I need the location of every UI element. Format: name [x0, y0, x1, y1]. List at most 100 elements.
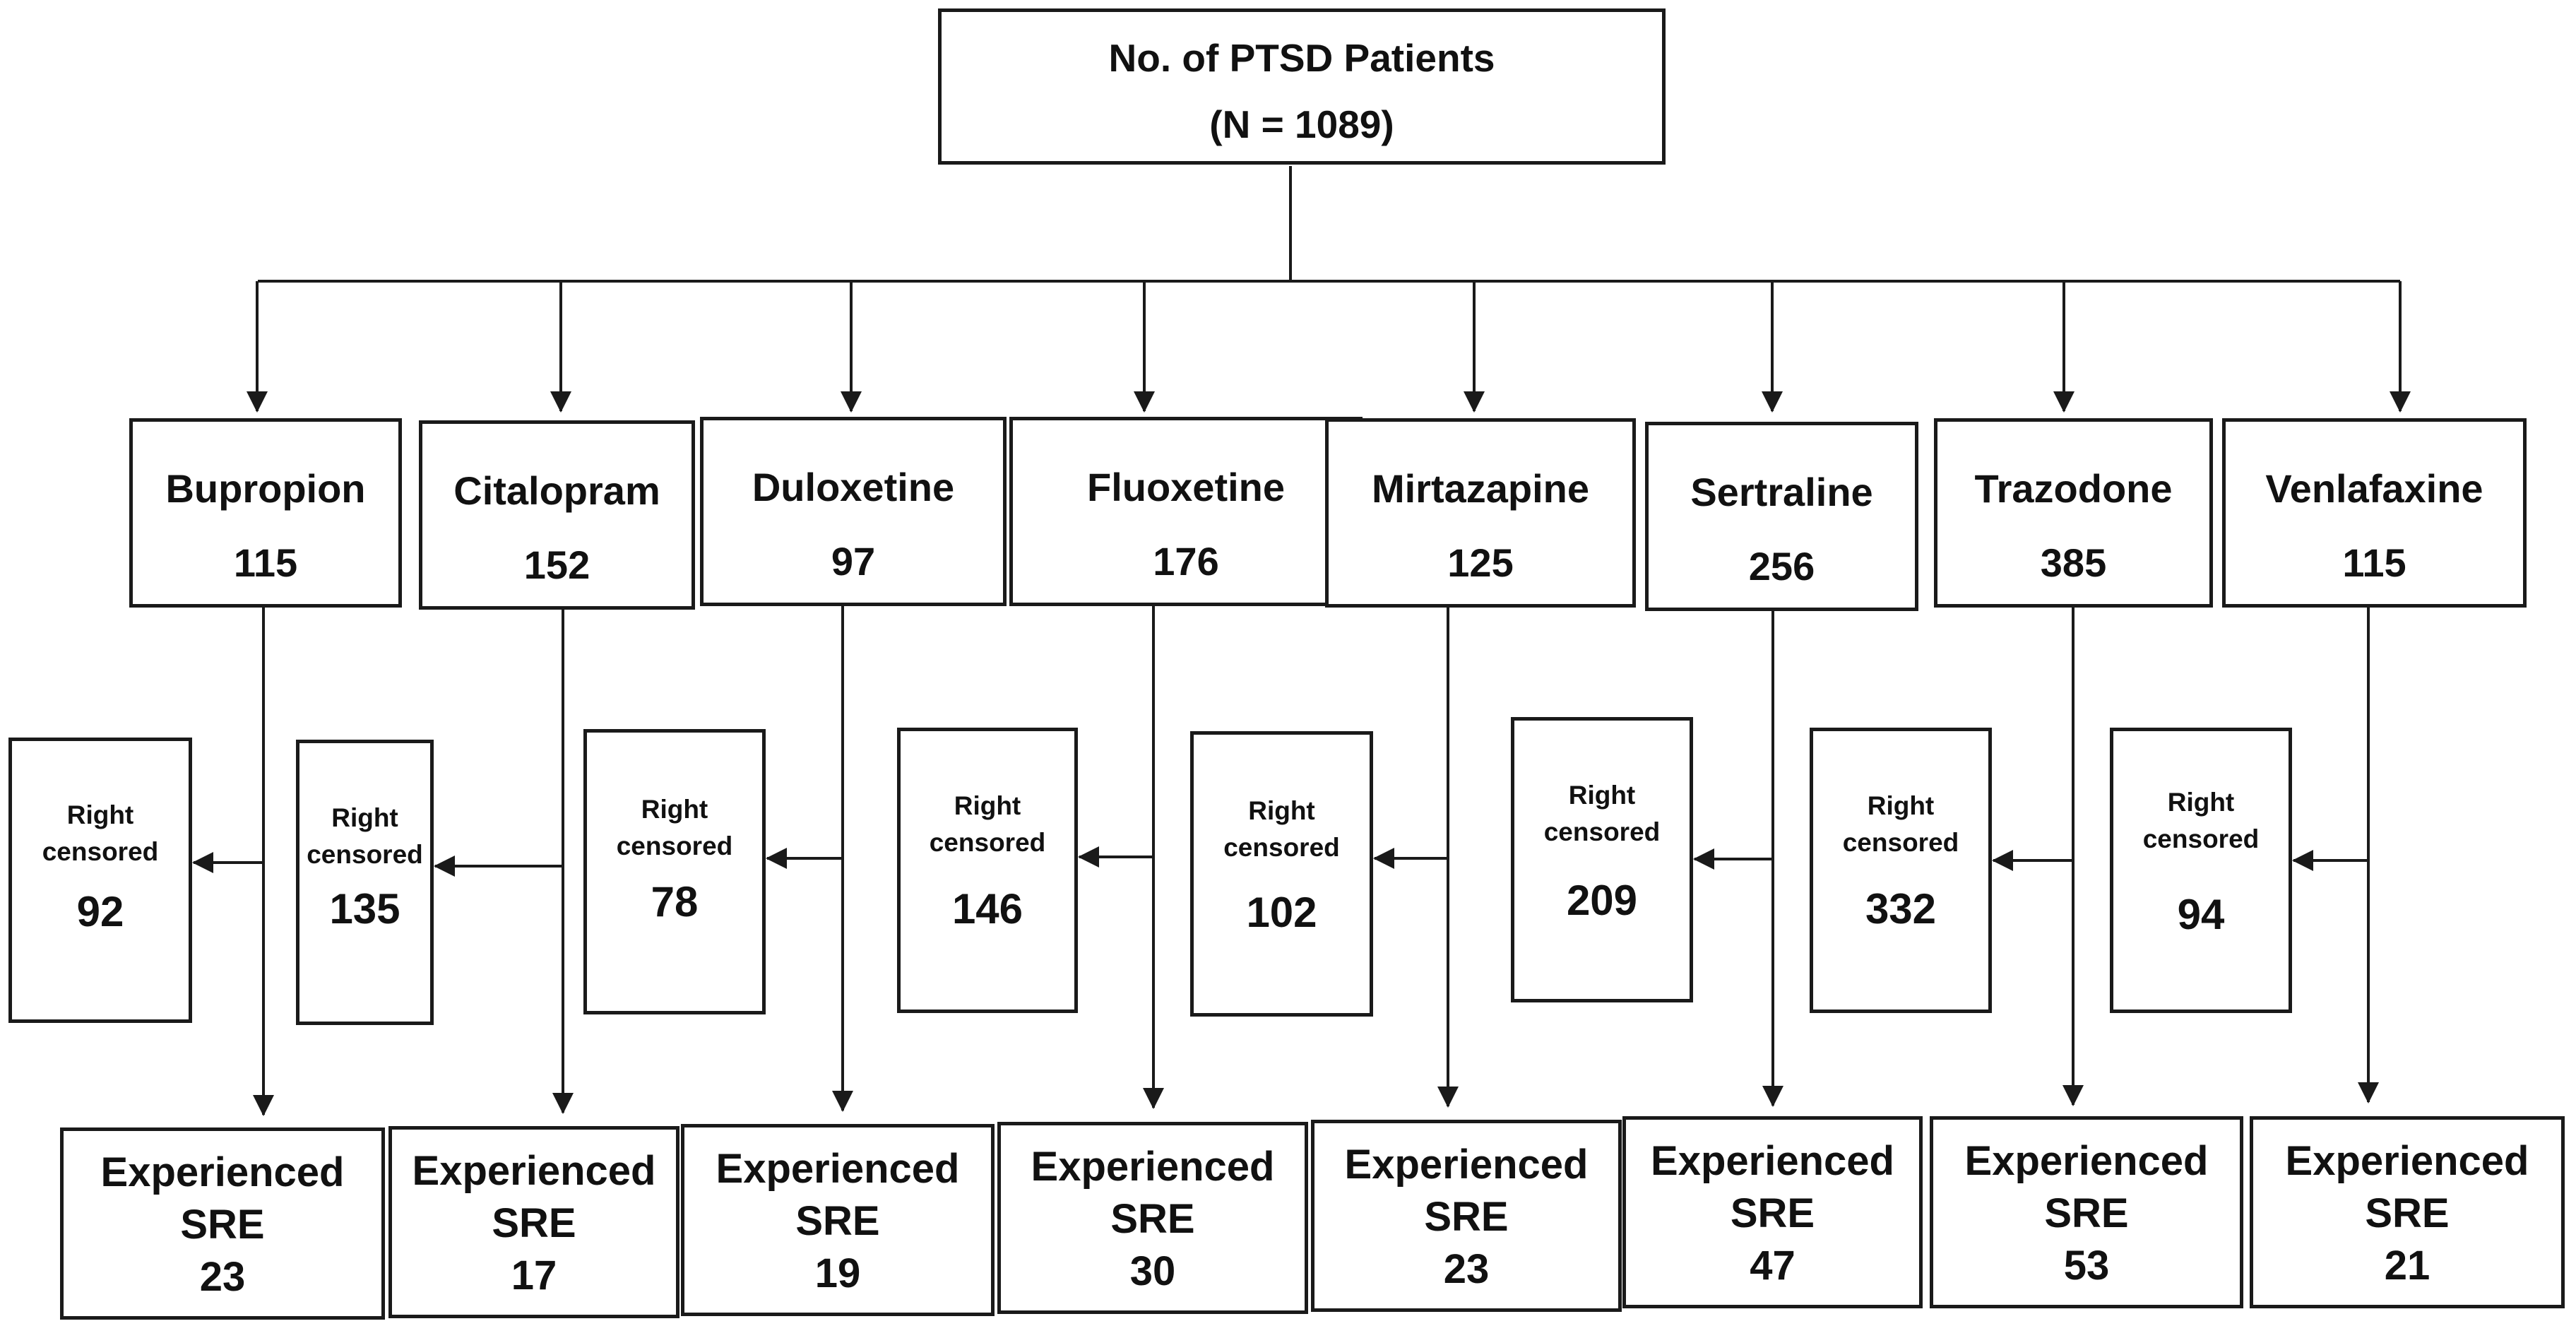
- experienced-sre-count: 53: [2063, 1243, 2110, 1289]
- right-censored-label-line1: Right: [66, 800, 134, 829]
- drug-count: 115: [233, 540, 298, 585]
- experienced-label-line1: Experienced: [2285, 1138, 2529, 1184]
- right-censored-label-line1: Right: [954, 791, 1021, 820]
- experienced-label-line1: Experienced: [1344, 1142, 1589, 1188]
- root-total: (N = 1089): [1209, 102, 1394, 146]
- experienced-label-line2: SRE: [1424, 1194, 1509, 1240]
- right-censored-label: Right censored: [12, 797, 189, 870]
- right-censored-count: 102: [1246, 889, 1317, 936]
- drug-count: 125: [1447, 540, 1514, 585]
- right-censored-label: Right censored: [901, 788, 1074, 861]
- experienced-label-line2: SRE: [795, 1198, 880, 1244]
- right-censored-count: 332: [1865, 885, 1937, 933]
- right-censored-label: Right censored: [1194, 793, 1370, 866]
- experienced-sre-count: 19: [814, 1250, 861, 1296]
- drug-box-sertraline: Sertraline 256: [1645, 422, 1918, 611]
- right-censored-box-trazodone: Right censored 332: [1810, 728, 1992, 1013]
- right-censored-box-mirtazapine: Right censored 102: [1190, 731, 1373, 1017]
- experienced-label-line2: SRE: [180, 1202, 265, 1248]
- right-censored-box-venlafaxine: Right censored 94: [2110, 728, 2292, 1013]
- right-censored-label: Right censored: [2113, 784, 2289, 858]
- drug-box-bupropion: Bupropion 115: [129, 418, 402, 608]
- right-censored-count: 135: [329, 885, 400, 933]
- experienced-label-line1: Experienced: [1964, 1138, 2209, 1184]
- drug-name: Mirtazapine: [1371, 466, 1590, 511]
- right-censored-label: Right censored: [587, 791, 762, 865]
- experienced-label-line1: Experienced: [716, 1146, 960, 1192]
- drug-count: 256: [1748, 544, 1815, 588]
- experienced-label-line2: SRE: [2044, 1190, 2129, 1236]
- drug-name: Venlafaxine: [2265, 466, 2483, 511]
- experienced-sre-count: 30: [1129, 1248, 1176, 1294]
- drug-name: Trazodone: [1974, 466, 2173, 511]
- drug-box-citalopram: Citalopram 152: [419, 420, 695, 610]
- right-censored-label-line1: Right: [1568, 781, 1636, 810]
- drug-name: Bupropion: [165, 466, 366, 511]
- right-censored-box-fluoxetine: Right censored 146: [897, 728, 1078, 1013]
- right-censored-label-line2: censored: [1842, 828, 1959, 857]
- experienced-sre-count: 23: [1443, 1246, 1490, 1292]
- drug-count: 385: [2040, 540, 2107, 585]
- right-censored-count: 209: [1566, 877, 1638, 924]
- right-censored-label: Right censored: [1813, 788, 1988, 861]
- right-censored-label: Right censored: [1514, 777, 1690, 851]
- experienced-label-line1: Experienced: [1651, 1138, 1894, 1184]
- experienced-label-line1: Experienced: [412, 1148, 656, 1194]
- right-censored-label-line2: censored: [42, 837, 159, 866]
- right-censored-box-citalopram: Right censored 135: [296, 740, 434, 1025]
- root-title: No. of PTSD Patients: [1108, 36, 1495, 80]
- experienced-label-line2: SRE: [492, 1200, 576, 1246]
- right-censored-box-sertraline: Right censored 209: [1511, 717, 1693, 1002]
- right-censored-label: Right censored: [299, 800, 430, 873]
- right-censored-label-line1: Right: [1248, 796, 1315, 825]
- right-censored-label-line2: censored: [1223, 833, 1340, 862]
- drug-count: 97: [831, 539, 876, 584]
- right-censored-label-line1: Right: [2167, 788, 2235, 817]
- drug-box-mirtazapine: Mirtazapine 125: [1325, 418, 1636, 608]
- right-censored-label-line2: censored: [929, 828, 1046, 857]
- experienced-sre-count: 21: [2384, 1243, 2430, 1289]
- experienced-sre-count: 47: [1750, 1243, 1796, 1289]
- drug-count: 115: [2342, 540, 2406, 585]
- experienced-label-line1: Experienced: [100, 1149, 345, 1195]
- drug-box-venlafaxine: Venlafaxine 115: [2222, 418, 2527, 608]
- experienced-label-line2: SRE: [1110, 1196, 1195, 1242]
- drug-count: 176: [1153, 539, 1219, 584]
- right-censored-label-line2: censored: [307, 840, 423, 869]
- right-censored-box-duloxetine: Right censored 78: [583, 729, 766, 1014]
- right-censored-label-line1: Right: [331, 803, 398, 832]
- experienced-sre-count: 17: [511, 1253, 557, 1298]
- root-box: No. of PTSD Patients (N = 1089): [938, 8, 1666, 165]
- right-censored-label-line1: Right: [641, 795, 708, 824]
- right-censored-box-bupropion: Right censored 92: [8, 738, 192, 1023]
- drug-box-trazodone: Trazodone 385: [1934, 418, 2213, 608]
- experienced-label-line1: Experienced: [1031, 1144, 1275, 1190]
- drug-name: Sertraline: [1690, 470, 1873, 514]
- drug-count: 152: [523, 543, 590, 587]
- right-censored-label-line1: Right: [1867, 791, 1935, 820]
- right-censored-label-line2: censored: [616, 831, 733, 860]
- right-censored-count: 92: [76, 888, 124, 935]
- drug-box-duloxetine: Duloxetine 97: [700, 417, 1007, 606]
- right-censored-count: 78: [651, 878, 699, 925]
- drug-name: Duloxetine: [752, 465, 955, 509]
- right-censored-label-line2: censored: [2142, 824, 2260, 853]
- drug-name: Citalopram: [453, 468, 660, 513]
- experienced-sre-count: 23: [199, 1254, 246, 1300]
- experienced-label-line2: SRE: [1730, 1190, 1815, 1236]
- experienced-label-line2: SRE: [2365, 1190, 2450, 1236]
- right-censored-count: 94: [2177, 891, 2225, 938]
- right-censored-count: 146: [951, 885, 1023, 933]
- right-censored-label-line2: censored: [1543, 817, 1661, 846]
